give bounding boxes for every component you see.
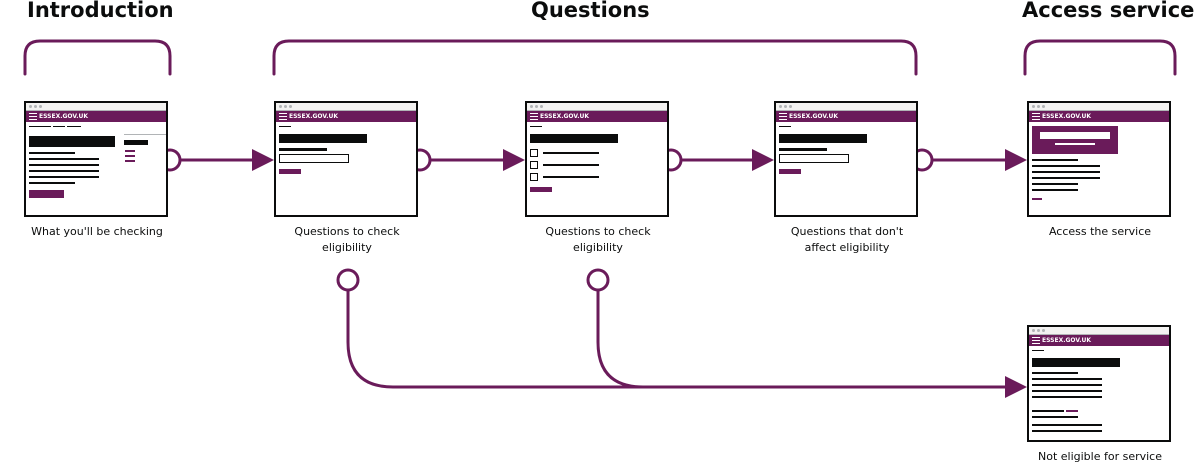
bracket-introduction: [23, 39, 172, 76]
flow-arrow-3: [752, 149, 774, 171]
site-name: ESSEX.GOV.UK: [540, 113, 590, 120]
site-name: ESSEX.GOV.UK: [289, 113, 339, 120]
page-thumbnail-questions-dont-affect-eligibility: ESSEX.GOV.UK: [774, 101, 918, 217]
section-title-access-service: Access service: [1022, 0, 1195, 22]
branch-node-1: [336, 268, 360, 292]
page-thumbnail-what-youll-be-checking: ESSEX.GOV.UK: [24, 101, 168, 217]
section-title-questions: Questions: [531, 0, 650, 22]
flow-arrow-4: [1005, 149, 1027, 171]
bracket-questions: [272, 39, 918, 76]
branch-node-2: [586, 268, 610, 292]
flow-arrow-2: [503, 149, 525, 171]
caption-not-eligible: Not eligible for service: [1037, 450, 1162, 463]
essex-logo-icon: [279, 113, 287, 120]
branch-line-1: [346, 288, 1010, 389]
page-thumbnail-questions-check-eligibility-1: ESSEX.GOV.UK: [274, 101, 418, 217]
caption-access-the-service: Access the service: [1048, 225, 1152, 238]
flow-arrow-1: [252, 149, 274, 171]
site-name: ESSEX.GOV.UK: [39, 113, 89, 120]
site-name: ESSEX.GOV.UK: [1042, 113, 1092, 120]
branch-line-2: [596, 288, 657, 389]
branch-arrow: [1005, 376, 1027, 398]
page-thumbnail-questions-check-eligibility-2: ESSEX.GOV.UK: [525, 101, 669, 217]
section-title-introduction: Introduction: [27, 0, 174, 22]
site-name: ESSEX.GOV.UK: [1042, 337, 1092, 344]
essex-logo-icon: [530, 113, 538, 120]
essex-logo-icon: [1032, 113, 1040, 120]
essex-logo-icon: [1032, 337, 1040, 344]
essex-logo-icon: [29, 113, 37, 120]
bracket-access-service: [1023, 39, 1177, 76]
site-name: ESSEX.GOV.UK: [789, 113, 839, 120]
page-thumbnail-not-eligible: ESSEX.GOV.UK: [1027, 325, 1171, 442]
essex-logo-icon: [779, 113, 787, 120]
caption-what-youll-be-checking: What you'll be checking: [31, 225, 163, 238]
page-thumbnail-access-the-service: ESSEX.GOV.UK: [1027, 101, 1171, 217]
